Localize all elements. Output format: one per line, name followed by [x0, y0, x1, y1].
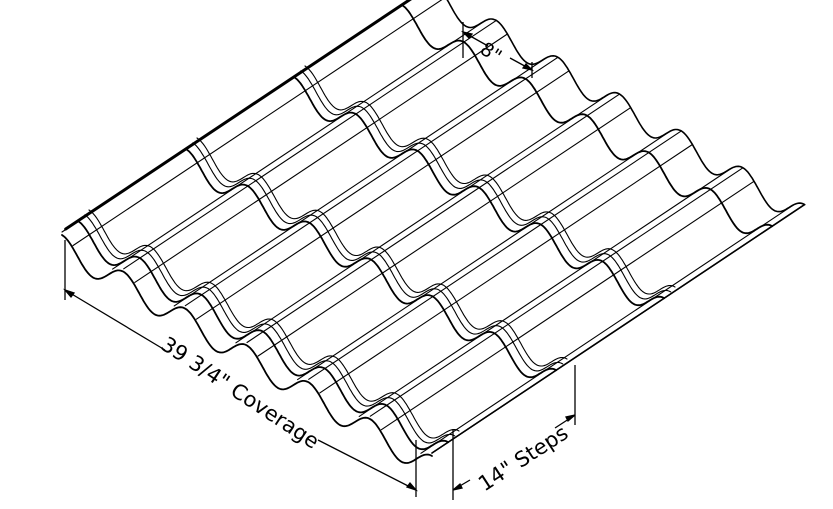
tile-row-edge-inner — [88, 209, 460, 439]
tile-row-edge-inner — [304, 65, 676, 295]
dimension-lines — [62, 22, 576, 500]
rib-line — [112, 20, 486, 270]
arrow-steps-right — [565, 414, 576, 423]
panel-front-edge — [61, 234, 433, 464]
dim-line-coverage-b — [317, 439, 417, 491]
arrow-coverage-right — [405, 481, 419, 492]
rib-line — [72, 0, 443, 247]
tile-row-edge-inner — [192, 142, 564, 372]
rib-line — [257, 107, 632, 357]
rib-line — [123, 19, 497, 270]
arrow-8-left — [460, 30, 474, 39]
rib-line — [235, 93, 610, 344]
tile-row-edge-inner — [300, 70, 672, 300]
rib-line — [134, 33, 508, 283]
rib-line — [308, 130, 682, 380]
arrow-8-right — [521, 63, 535, 72]
rib-line — [173, 56, 548, 307]
rib-line — [184, 56, 559, 307]
rib-line — [246, 93, 621, 344]
arrow-steps-left — [452, 482, 463, 491]
tile-row-edge-inner — [196, 137, 568, 367]
rib-line — [195, 70, 570, 320]
rib-line — [420, 204, 795, 454]
rib-line — [297, 130, 671, 381]
rib-line — [319, 143, 693, 394]
roof-panel — [61, 0, 806, 464]
rib-line — [369, 167, 744, 417]
panel-side-rib — [64, 0, 412, 231]
arrow-coverage-left — [62, 288, 76, 299]
tile-row-edge-inner — [84, 214, 456, 444]
dim-line-coverage-a — [64, 289, 166, 351]
panel-right-edge — [431, 203, 806, 454]
rib-line — [358, 167, 733, 417]
rib-line — [380, 180, 755, 431]
